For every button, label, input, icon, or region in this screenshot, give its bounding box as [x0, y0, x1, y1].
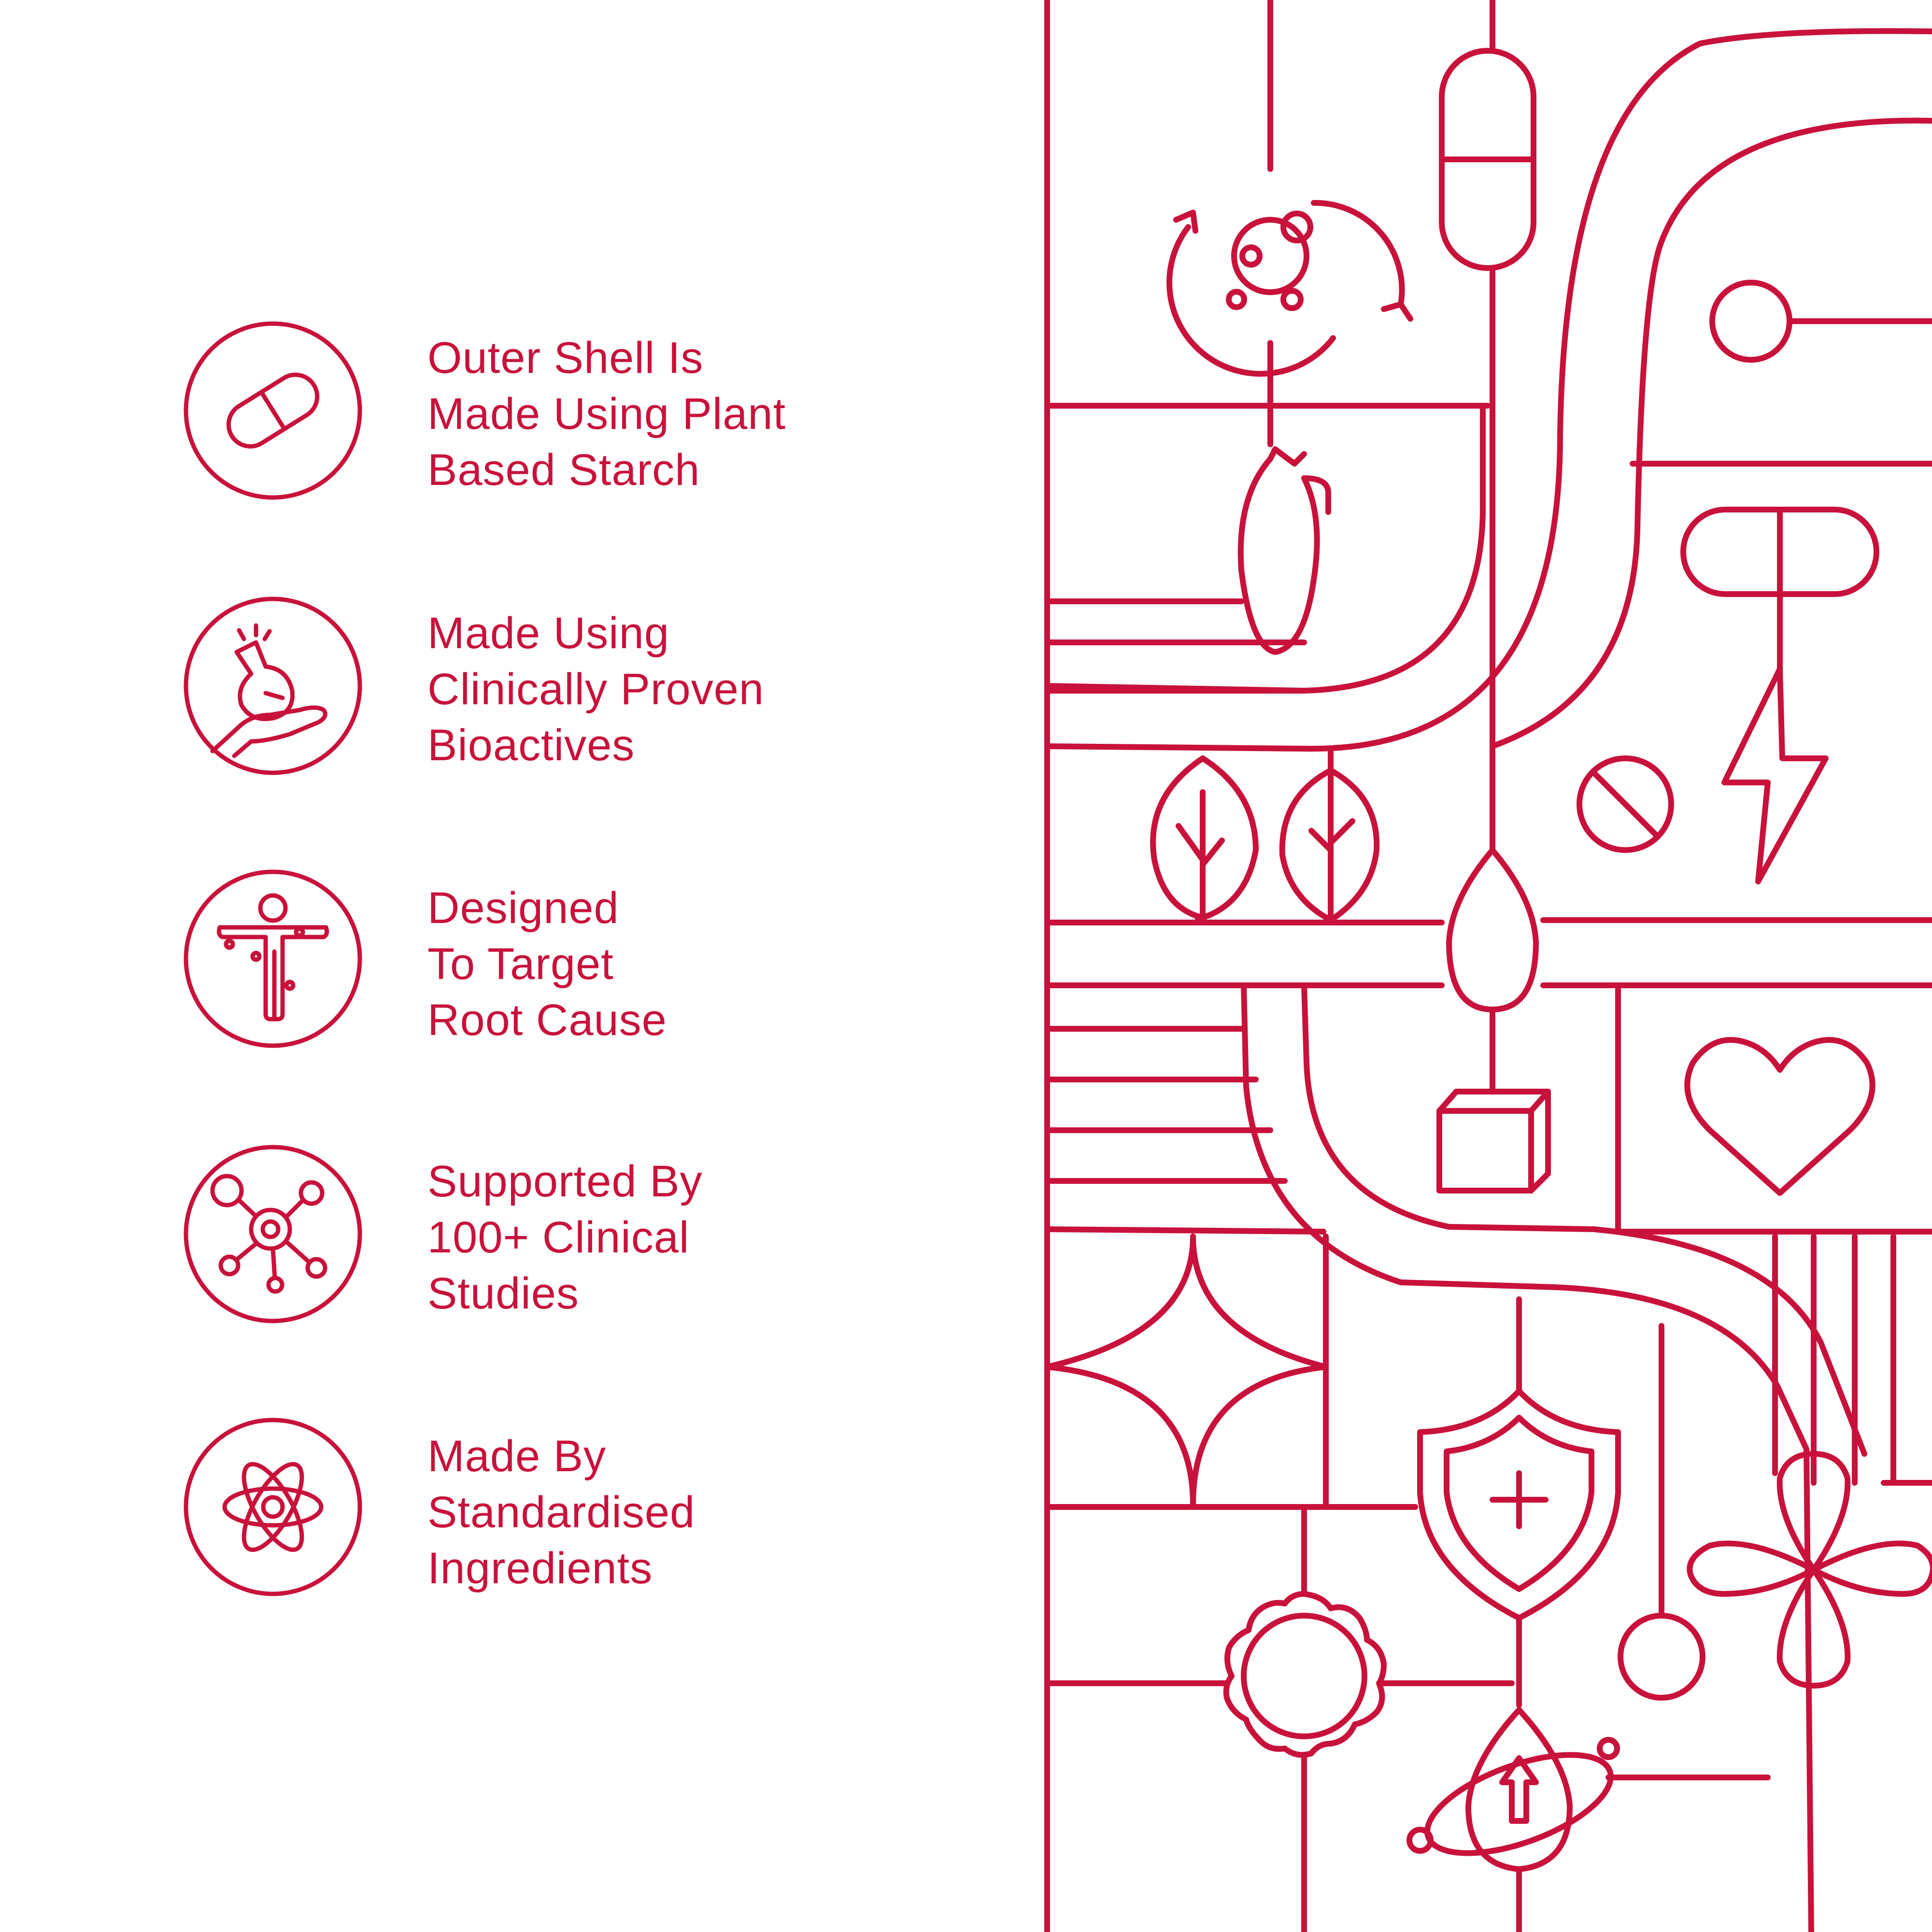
- drop-icon: [1446, 847, 1539, 1012]
- feature-list: Outer Shell Is Made Using Plant Based St…: [0, 321, 1014, 1611]
- sparkle-icon: [1044, 1234, 1329, 1507]
- cell-cycle-icon: [1166, 199, 1413, 377]
- leaf-icon: [1279, 746, 1380, 923]
- node-circle-icon: [1618, 1613, 1705, 1701]
- cube-icon: [1436, 1089, 1551, 1193]
- feature-item: Made Using Clinically Proven Bioactives: [0, 597, 1014, 790]
- shield-plus-icon: [1417, 1388, 1621, 1621]
- human-target-icon: [184, 869, 362, 1048]
- feature-label: Supported By 100+ Clinical Studies: [427, 1157, 703, 1318]
- flask-in-hand-icon: [184, 597, 362, 775]
- anatomical-heart-icon: [1237, 456, 1331, 655]
- leaf-icon: [1150, 755, 1259, 925]
- feature-label: Outer Shell Is Made Using Plant Based St…: [427, 333, 786, 495]
- feature-item: Supported By 100+ Clinical Studies: [0, 1145, 1014, 1338]
- feature-label: Designed To Target Root Cause: [427, 883, 667, 1045]
- gear-icon: [1223, 1591, 1387, 1758]
- atom-icon: [184, 1418, 362, 1596]
- feature-item: Designed To Target Root Cause: [0, 869, 1014, 1063]
- feature-item: Made By Standardised Ingredients: [0, 1418, 1014, 1611]
- lightning-icon: [1721, 666, 1829, 884]
- capsule-icon: [184, 321, 362, 500]
- feature-label: Made By Standardised Ingredients: [427, 1432, 696, 1593]
- node-circle-icon: [1709, 280, 1792, 363]
- feature-item: Outer Shell Is Made Using Plant Based St…: [0, 321, 1014, 514]
- molecule-network-icon: [184, 1145, 362, 1323]
- drop-arrow-orbit-icon: [1406, 1707, 1620, 1872]
- decorative-line-art: [1044, 0, 1932, 1932]
- feature-label: Made Using Clinically Proven Bioactives: [427, 609, 765, 770]
- heart-icon: [1684, 1037, 1875, 1196]
- no-entry-icon: [1577, 755, 1674, 853]
- propeller-flower-icon: [1687, 1451, 1932, 1689]
